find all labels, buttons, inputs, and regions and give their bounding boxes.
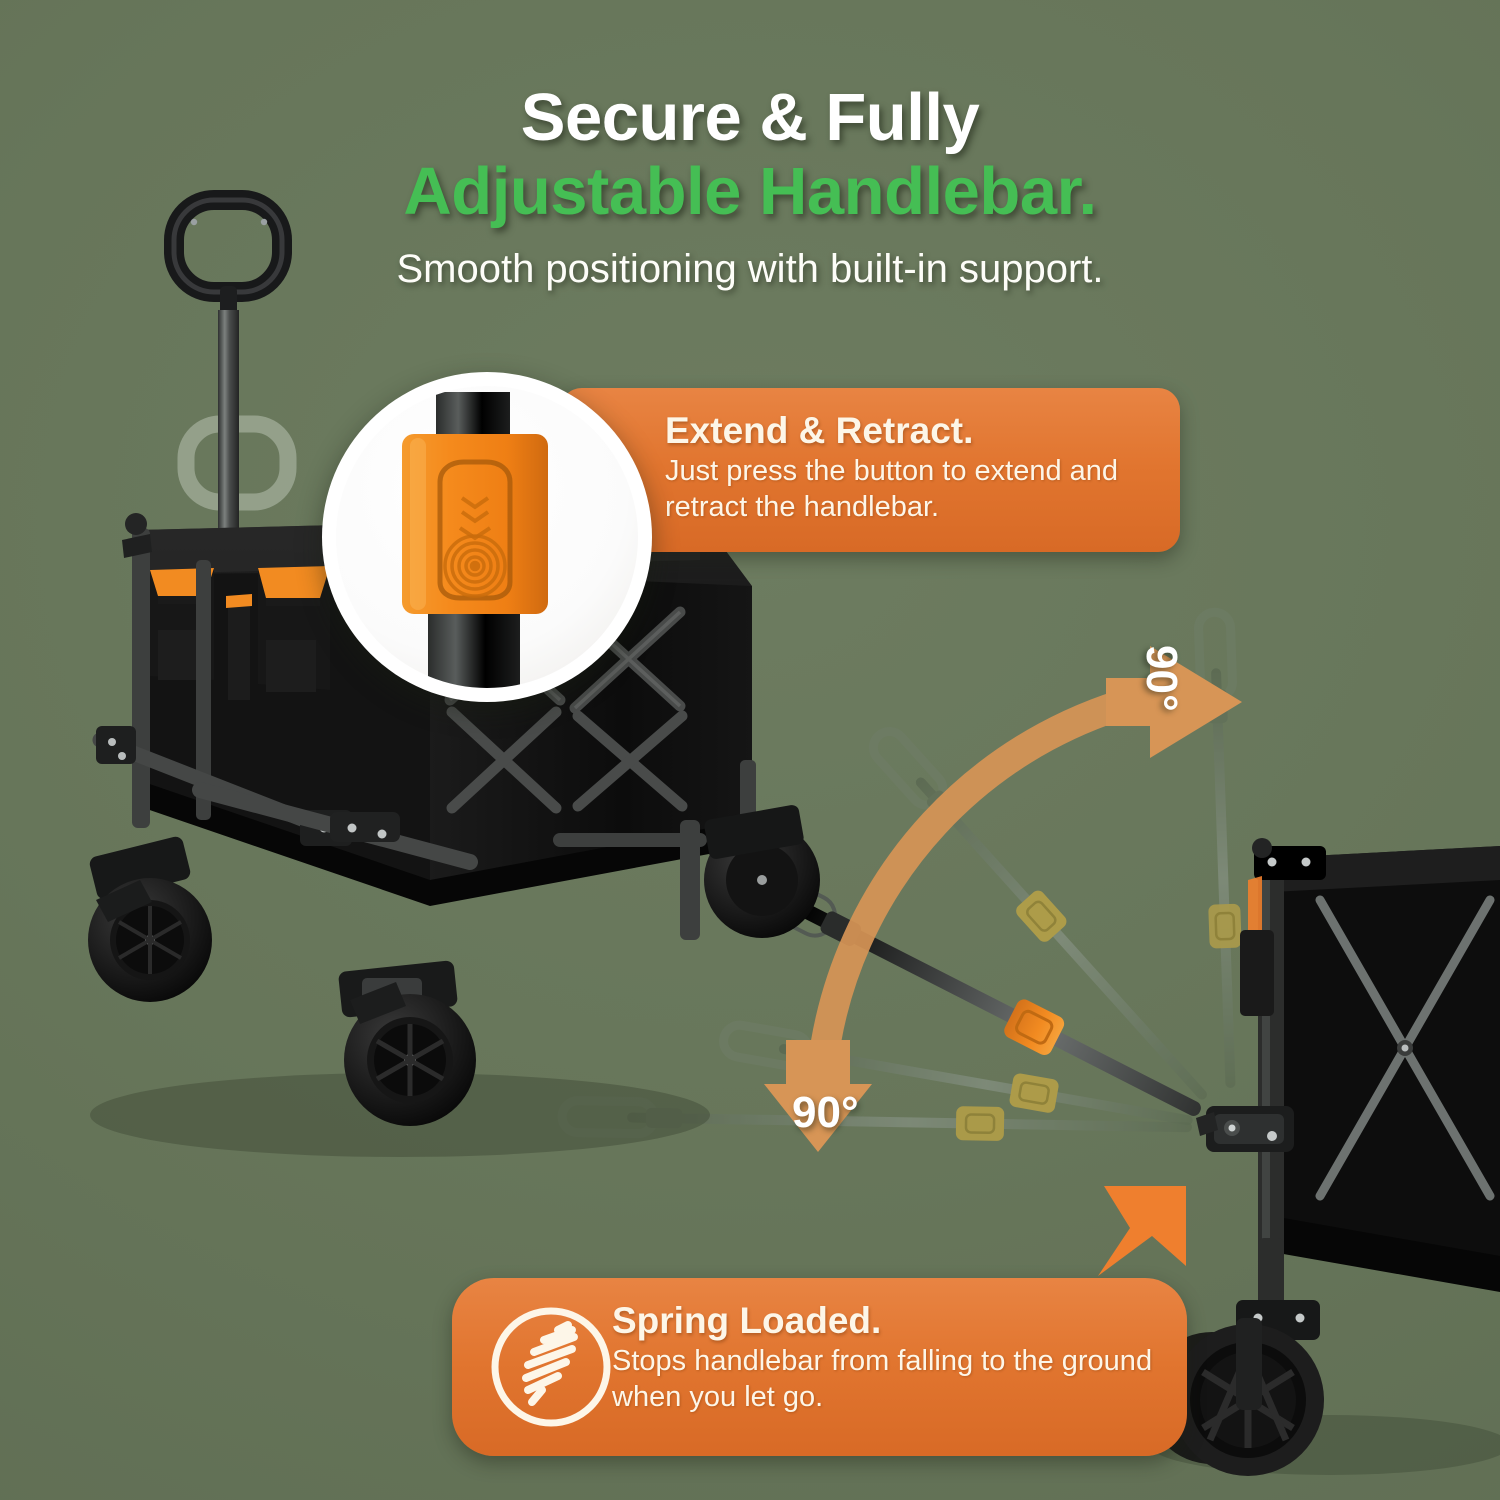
rotation-arc-arrow	[764, 646, 1242, 1152]
header-block: Secure & Fully Adjustable Handlebar. Smo…	[0, 80, 1500, 292]
magnifier-inset	[322, 372, 652, 702]
wheel-rear-right	[704, 805, 820, 938]
button-target-rings	[443, 534, 507, 598]
callout-spring-loaded[interactable]: Spring Loaded. Stops handlebar from fall…	[452, 1278, 1187, 1456]
callout-extend-title: Extend & Retract.	[665, 410, 974, 451]
handle-pole-upper	[218, 310, 239, 570]
callout-extend-retract[interactable]: Extend & Retract. Just press the button …	[560, 388, 1180, 552]
handlebar-pivot-joint	[1196, 1106, 1294, 1152]
callout-spring-body: Stops handlebar from falling to the grou…	[612, 1345, 1153, 1413]
spring-coil-icon	[491, 1307, 611, 1427]
button-closeup-illustration	[402, 392, 548, 688]
callout-spring-title: Spring Loaded.	[612, 1300, 882, 1341]
subheadline: Smooth positioning with built-in support…	[396, 246, 1104, 291]
headline-line-1: Secure & Fully	[520, 80, 980, 155]
grip-chevrons	[458, 496, 492, 541]
callout-extend-body: Just press the button to extend and retr…	[665, 455, 1119, 523]
wheel-rear-left	[88, 836, 212, 1002]
wheel-front-left	[338, 960, 476, 1126]
headline-line-2: Adjustable Handlebar.	[403, 154, 1097, 230]
coil-strokes	[522, 1321, 578, 1406]
magnifier-inner-lens	[336, 386, 638, 688]
side-pocket-right	[258, 566, 330, 692]
rotation-label-bottom: 90°	[792, 1088, 859, 1137]
